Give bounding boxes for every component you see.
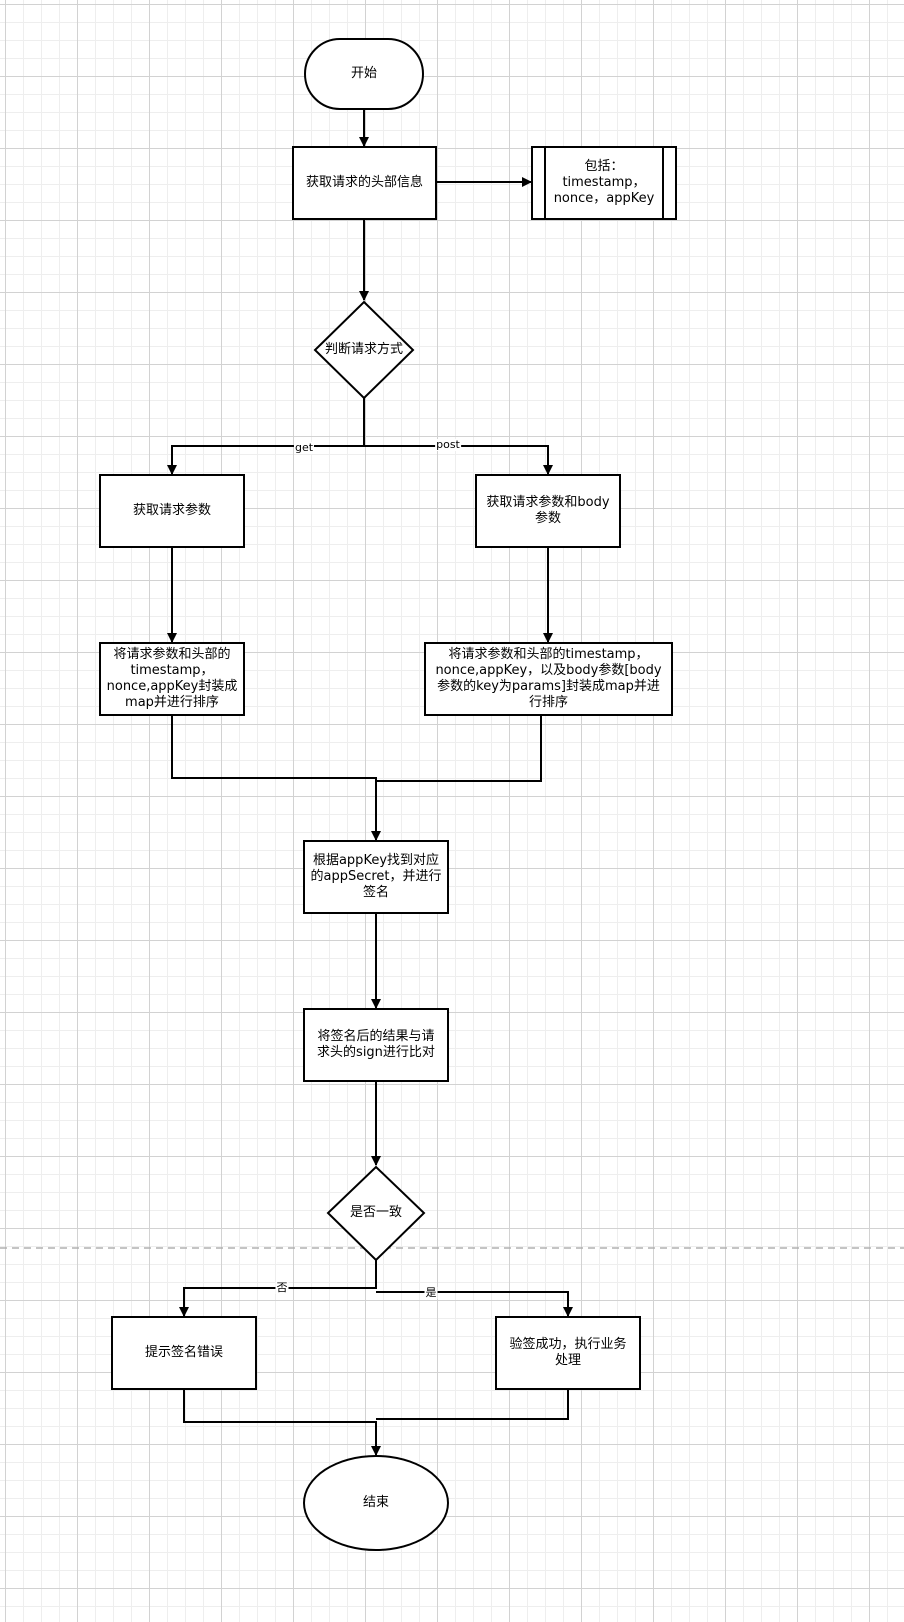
edge-map-get-to-sign xyxy=(171,716,381,841)
decision-signature-match-label: 是否一致 xyxy=(349,1205,402,1220)
decision-signature-match xyxy=(326,1165,426,1262)
decision-request-method-label: 判断请求方式 xyxy=(324,342,403,357)
edge-label-post: post xyxy=(435,438,461,451)
edge-map-post-to-sign xyxy=(376,716,542,782)
get-params-node: 获取请求参数 xyxy=(99,474,245,548)
edge-decision-post-branch xyxy=(364,445,553,475)
edge-label-get: get xyxy=(293,441,315,454)
get-params-label: 获取请求参数 xyxy=(132,503,211,518)
start-node: 开始 xyxy=(304,38,424,110)
compare-node: 将签名后的结果与请 求头的sign进行比对 xyxy=(303,1008,449,1082)
edge-decision-get-branch xyxy=(167,398,365,475)
get-headers-node: 获取请求的头部信息 xyxy=(292,146,437,220)
map-get-label: 将请求参数和头部的 timestamp， nonce,appKey封装成 map… xyxy=(106,647,238,710)
edge-success-to-end xyxy=(376,1390,569,1420)
get-headers-label: 获取请求的头部信息 xyxy=(305,175,423,190)
end-node: 结束 xyxy=(303,1455,449,1551)
decision-request-method xyxy=(313,300,415,400)
map-get-node: 将请求参数和头部的 timestamp， nonce,appKey封装成 map… xyxy=(99,642,245,716)
map-post-node: 将请求参数和头部的timestamp， nonce,appKey，以及body参… xyxy=(424,642,673,716)
get-params-body-label: 获取请求参数和body 参数 xyxy=(486,495,610,526)
decision-request-method-text: 判断请求方式 xyxy=(314,334,414,366)
edge-label-yes: 是 xyxy=(424,1286,438,1299)
sign-error-node: 提示签名错误 xyxy=(111,1316,257,1390)
start-label: 开始 xyxy=(350,66,377,81)
sign-error-label: 提示签名错误 xyxy=(144,1345,223,1360)
verify-success-node: 验签成功，执行业务 处理 xyxy=(495,1316,641,1390)
end-label: 结束 xyxy=(362,1495,389,1510)
decision-signature-match-text: 是否一致 xyxy=(330,1198,422,1228)
headers-note-node: 包括： timestamp， nonce，appKey xyxy=(531,146,677,220)
compare-label: 将签名后的结果与请 求头的sign进行比对 xyxy=(317,1029,435,1060)
sign-node: 根据appKey找到对应 的appSecret，并进行 签名 xyxy=(303,840,449,914)
get-params-body-node: 获取请求参数和body 参数 xyxy=(475,474,621,548)
map-post-label: 将请求参数和头部的timestamp， nonce,appKey，以及body参… xyxy=(435,647,662,710)
verify-success-label: 验签成功，执行业务 处理 xyxy=(509,1337,627,1368)
edge-label-no: 否 xyxy=(275,1281,289,1294)
sign-label: 根据appKey找到对应 的appSecret，并进行 签名 xyxy=(310,853,442,900)
edge-decision-yes-branch xyxy=(376,1291,573,1317)
edge-error-to-end xyxy=(183,1390,381,1456)
headers-note-label: 包括： timestamp， nonce，appKey xyxy=(553,159,655,206)
